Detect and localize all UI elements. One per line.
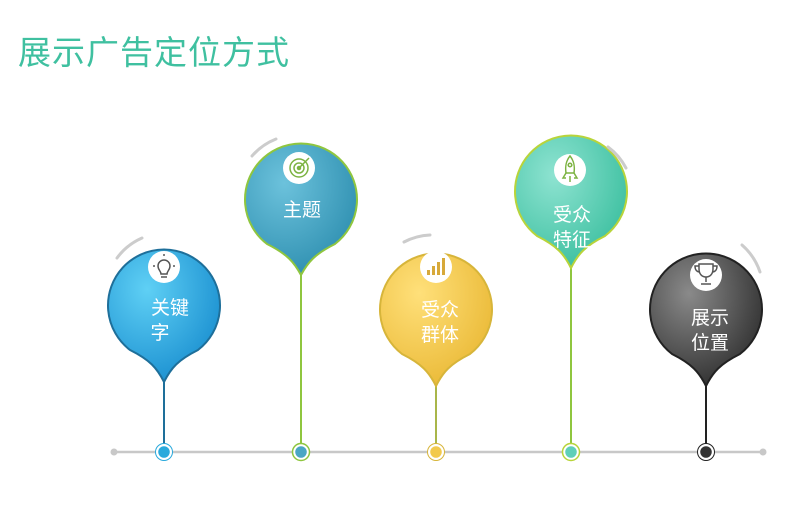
pin-keyword: [107, 236, 221, 461]
lightbulb-icon: [148, 251, 180, 283]
pin-topic-label: 主题: [262, 198, 342, 223]
pin-audience-feature-label-line1: 受众: [552, 204, 591, 226]
pin-keyword-label-line2: 字: [150, 322, 170, 344]
rocket-icon: [554, 154, 586, 186]
pin-placement-label-line1: 展示: [690, 307, 729, 329]
pin-topic-label-line1: 主题: [282, 199, 321, 221]
pin-audience-group-label: 受众 群体: [400, 298, 480, 348]
pin-keyword-label-line1: 关键: [150, 297, 189, 319]
pin-audience-group-label-line2: 群体: [420, 324, 459, 346]
pin-audience-feature-label: 受众 特征: [532, 203, 612, 253]
page-title: 展示广告定位方式: [18, 33, 290, 72]
bar-chart-icon: [420, 251, 452, 283]
pin-audience-feature: [514, 134, 628, 462]
pin-audience-group-label-line1: 受众: [420, 299, 459, 321]
timeline-end-dot: [759, 448, 767, 456]
pin-placement-label-line2: 位置: [690, 332, 729, 354]
pin-placement-label: 展示 位置: [670, 306, 750, 356]
pin-keyword-label: 关键 字: [130, 296, 210, 346]
trophy-icon: [690, 259, 722, 291]
timeline-start-dot: [110, 448, 118, 456]
pin-placement: [649, 243, 763, 461]
pin-audience-feature-label-line2: 特征: [552, 229, 591, 251]
pin-audience-group: [379, 233, 493, 461]
pin-topic: [244, 137, 358, 462]
